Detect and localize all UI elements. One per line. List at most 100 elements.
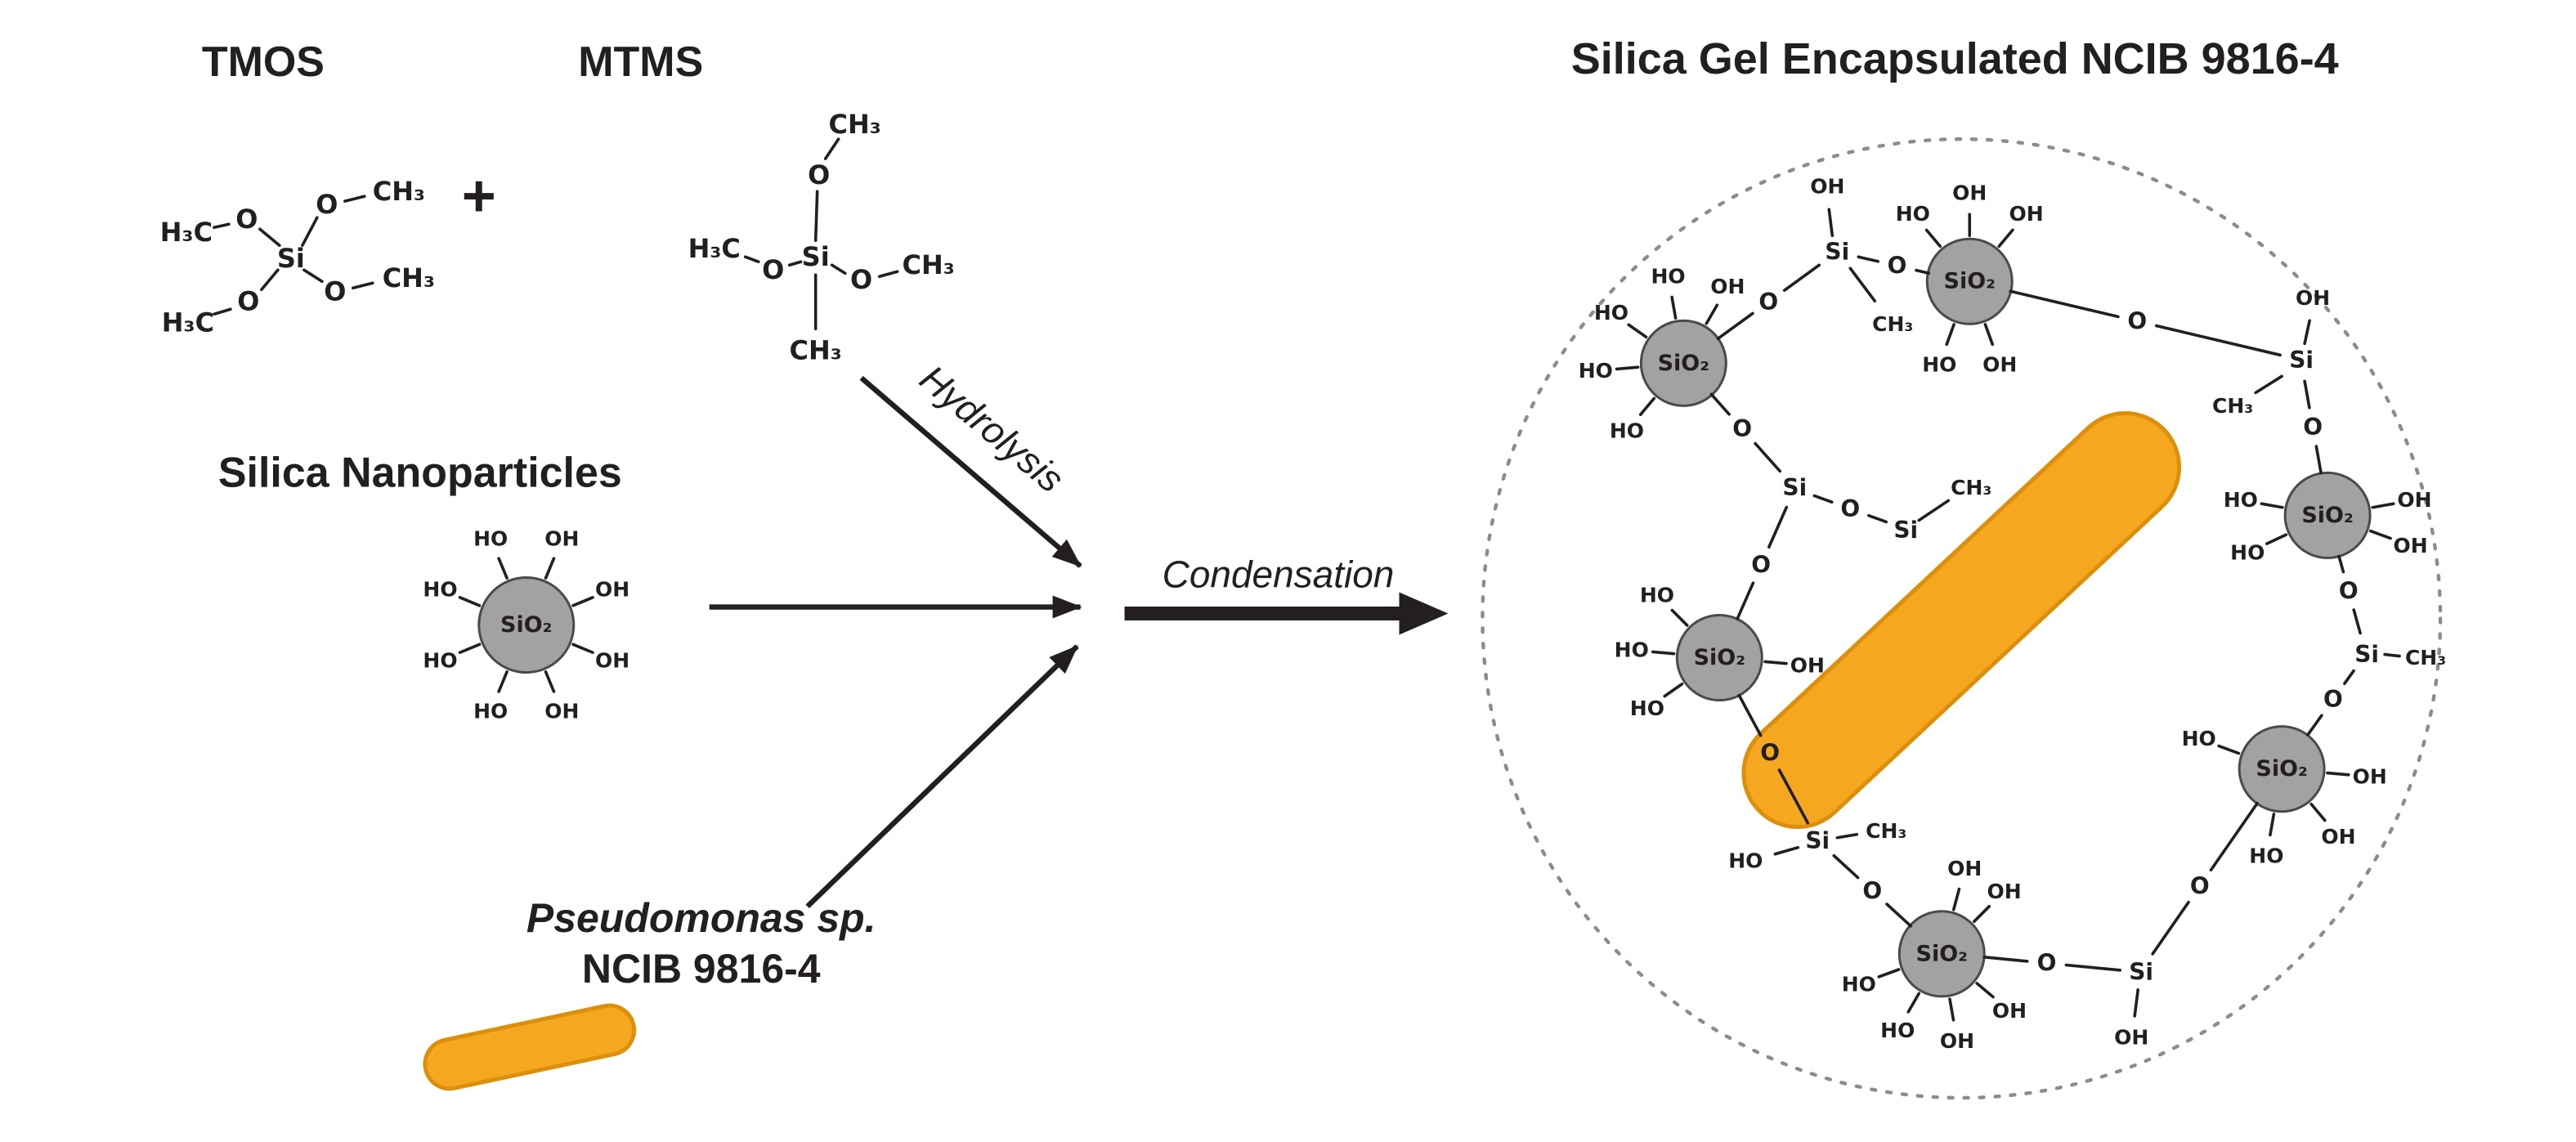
bridging-oxygen-label: O — [1760, 739, 1780, 766]
bond — [301, 216, 319, 248]
bond — [2254, 374, 2283, 395]
hydroxyl-bond — [1951, 887, 1961, 911]
bridging-oxygen-label: O — [2127, 307, 2147, 334]
pseudomonas-name: Pseudomonas sp. — [526, 895, 876, 941]
si-linker-label: Si — [2354, 641, 2379, 668]
bond — [830, 263, 847, 275]
siloxane-bond — [1736, 581, 1755, 620]
hydroxyl-label: OH — [2397, 488, 2431, 512]
hydroxyl-bond — [1975, 982, 1995, 999]
hydroxyl-bond — [2303, 319, 2311, 346]
bond — [1848, 266, 1877, 303]
si-linker-label: Si — [1893, 517, 1918, 544]
hydroxyl-label: OH — [1947, 857, 1982, 880]
hydroxyl-label: HO — [1615, 638, 1649, 662]
hydroxyl-bond — [1906, 992, 1921, 1014]
hydroxyl-bond — [458, 596, 482, 607]
siloxane-bond — [1782, 263, 1821, 292]
silica-nanoparticles-title: Silica Nanoparticles — [218, 449, 622, 496]
hydroxyl-label: OH — [1992, 999, 2027, 1023]
pseudomonas-block: Pseudomonas sp. NCIB 9816-4 — [423, 895, 876, 1091]
hydroxyl-bond — [2309, 802, 2327, 822]
hydroxyl-label: HO — [1922, 352, 1956, 376]
bond — [302, 268, 324, 284]
methyl-label: CH₃ — [2405, 646, 2446, 670]
hydroxyl-bond — [2326, 771, 2350, 777]
siloxane-bond — [2151, 900, 2190, 956]
sio2-nanoparticle — [1675, 614, 1763, 702]
sio2-label: SiO₂ — [1658, 351, 1709, 376]
bond — [823, 137, 840, 160]
bond — [352, 281, 374, 290]
sio2-label: SiO₂ — [1694, 645, 1745, 670]
hydroxyl-bond — [1948, 997, 1956, 1022]
hydroxyl-label: OH — [1952, 181, 1987, 205]
bridging-oxygen-label: O — [2037, 950, 2057, 977]
o-atom-label: O — [762, 254, 784, 285]
hydroxyl-bond — [1997, 228, 2014, 249]
hydroxyl-bond — [2269, 813, 2276, 837]
siloxane-bond — [1885, 902, 1913, 928]
hydroxyl-label: OH — [2009, 202, 2044, 226]
hydroxyl-label: OH — [1710, 275, 1745, 298]
hydroxyl-bond — [497, 670, 508, 693]
si-linker-label: Si — [1825, 239, 1849, 266]
sio2-nanoparticle — [2283, 471, 2372, 559]
methyl-label: CH₃ — [2212, 394, 2253, 418]
gel-boundary-dotted-circle — [1481, 137, 2443, 1100]
hydroxyl-bond — [497, 557, 508, 580]
mtms-structure: Si CH₃ O H₃C O O CH₃ CH₃ — [688, 109, 955, 365]
condensation-label: Condensation — [1163, 553, 1395, 595]
sio2-label: SiO₂ — [1944, 269, 1996, 294]
methyl-label: H₃C — [162, 307, 214, 338]
bond — [1835, 832, 1859, 840]
hydroxyl-label: OH — [544, 527, 579, 551]
hydroxyl-bond — [1663, 682, 1684, 698]
hydroxyl-bond — [1638, 396, 1656, 416]
hydroxyl-label: OH — [2296, 286, 2330, 310]
hydroxyl-bond — [458, 643, 482, 655]
hydroxyl-label: HO — [2182, 727, 2216, 750]
o-atom-label: O — [850, 264, 872, 295]
bridging-oxygen-label: O — [1758, 289, 1778, 316]
sio2-nanoparticle — [477, 576, 576, 674]
hydroxyl-bond — [1973, 905, 1991, 924]
tmos-structure: Si O CH₃ O H₃C O CH₃ O H₃C — [160, 176, 435, 338]
siloxane-bond — [1777, 768, 1810, 825]
bond — [213, 307, 232, 316]
hydroxyl-bond — [1924, 228, 1942, 249]
methyl-label: H₃C — [160, 217, 213, 248]
methyl-label: CH₃ — [903, 249, 955, 280]
hydroxyl-label: HO — [1896, 202, 1930, 226]
bond — [877, 270, 899, 279]
hydroxyl-bond — [1670, 295, 1678, 320]
methyl-label: H₃C — [688, 233, 741, 264]
o-atom-label: O — [324, 275, 346, 307]
siloxane-bond — [1982, 956, 2029, 963]
si-atom-label: Si — [802, 241, 830, 272]
hydroxyl-label: OH — [1982, 352, 2017, 376]
siloxane-bond — [2314, 445, 2323, 475]
bridging-oxygen-label: O — [2339, 577, 2359, 604]
plus-sign: + — [462, 163, 496, 229]
methyl-label: CH₃ — [383, 262, 435, 293]
siloxane-bond — [2352, 608, 2362, 635]
siloxane-bond — [2209, 801, 2259, 872]
methyl-label: CH₃ — [1872, 312, 1913, 336]
hydroxyl-label: HO — [1610, 419, 1644, 443]
hydroxyl-bond — [1763, 660, 1788, 665]
hydroxyl-label: HO — [473, 699, 508, 723]
methyl-label: CH₃ — [829, 109, 881, 140]
siloxane-bond — [1716, 311, 1754, 341]
si-linker-label: Si — [1805, 827, 1830, 854]
hydroxyl-label: HO — [423, 577, 457, 601]
sio2-label: SiO₂ — [2301, 503, 2353, 528]
bond — [787, 260, 803, 267]
siloxane-bond — [1737, 693, 1763, 737]
hydrolysis-arrow — [859, 375, 1082, 568]
hydroxyl-bond — [2368, 529, 2392, 540]
hydroxyl-label: HO — [1579, 359, 1613, 383]
